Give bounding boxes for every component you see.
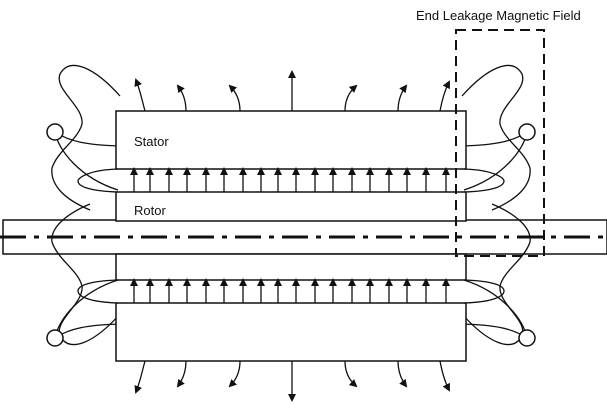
air-gap-flux-top xyxy=(130,167,450,192)
leakage-field-line xyxy=(176,360,187,388)
callout-label: End Leakage Magnetic Field xyxy=(416,8,581,23)
stator-top xyxy=(115,110,467,170)
end-winding-circle xyxy=(518,329,536,347)
leakage-field-line xyxy=(397,84,408,112)
leakage-field-line xyxy=(134,360,146,394)
end-winding-loops xyxy=(51,64,531,346)
leakage-field-line xyxy=(134,78,146,112)
leakage-field-line xyxy=(228,84,241,112)
stator-bottom xyxy=(115,302,467,362)
leakage-field-line xyxy=(344,84,358,112)
rotor-bottom xyxy=(115,253,467,281)
end-winding-circle xyxy=(518,123,536,141)
end-winding-circle xyxy=(46,123,64,141)
leakage-field-top xyxy=(134,70,450,112)
leakage-field-line xyxy=(397,360,408,388)
end-winding-circle xyxy=(46,329,64,347)
air-gap-end-bends xyxy=(77,168,505,304)
leakage-field-bottom xyxy=(134,360,450,402)
end-winding-circles xyxy=(46,123,536,347)
air-gap-flux-bottom xyxy=(130,278,450,303)
leakage-field-line xyxy=(344,360,358,388)
rotor-label: Rotor xyxy=(134,203,166,218)
leakage-field-line xyxy=(439,360,450,392)
leakage-field-line xyxy=(228,360,241,388)
leakage-field-line xyxy=(439,80,450,112)
stator-label: Stator xyxy=(134,134,169,149)
end-leakage-callout-box xyxy=(455,29,545,257)
leakage-field-line xyxy=(176,84,187,112)
rotor-top xyxy=(115,191,467,222)
